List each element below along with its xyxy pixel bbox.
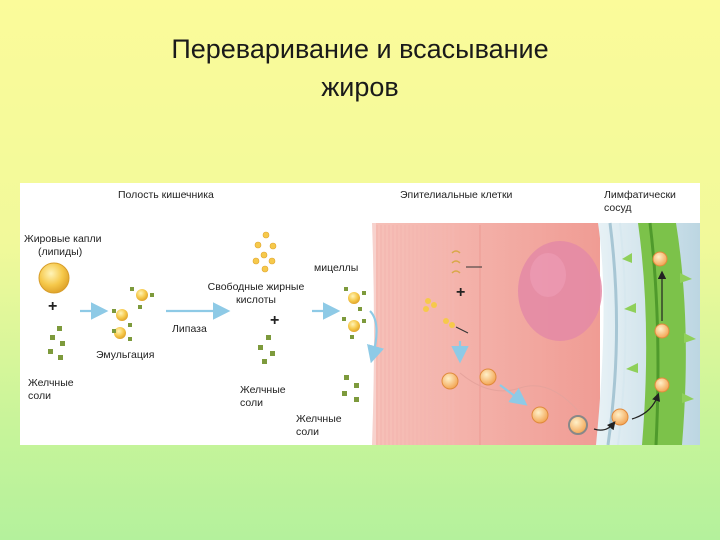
arrow-exocytosis [499,384,528,406]
label-fat-drops-2: (липиды) [38,246,83,258]
chylomicrons [441,251,670,435]
label-fat-drops-1: Жировые капли [24,233,102,245]
label-intestinal-cavity: Полость кишечника [118,189,214,201]
label-bile-salts-2-line1: Желчные [240,384,286,396]
label-bile-salts-2-line2: соли [240,397,263,409]
label-lymphatic-vessel-1: Лимфатически [604,189,676,201]
fat-drop [38,262,70,294]
diagram-canvas [38,222,700,445]
label-micelles: мицеллы [314,262,359,274]
label-free-fatty-acids-2: кислоты [236,294,276,306]
micelles-at-membrane [342,287,366,339]
label-free-fatty-acids-1: Свободные жирные [207,281,305,293]
plus-sign-3: + [456,284,466,301]
plus-sign-1: + [48,298,58,315]
transport-arrows [593,270,667,431]
arrow-bile-return [367,310,385,364]
label-bile-salts-1-line1: Желчные [28,377,74,389]
lymphatic-vessel [596,222,700,445]
bile-salts-middle [258,335,275,364]
title-line-2: жиров [321,72,399,102]
label-bile-salts-3-line2: соли [296,426,319,438]
label-lipase: Липаза [172,323,207,335]
label-bile-salts-3-line1: Желчные [296,413,342,425]
emulsified-droplets [112,287,154,341]
process-arrows [80,302,528,406]
fat-digestion-diagram: Полость кишечника Эпителиальные клетки Л… [20,183,700,445]
label-epithelial-cells: Эпителиальные клетки [400,189,513,201]
label-bile-salts-1-line2: соли [28,390,51,402]
bile-salts-left [48,326,65,360]
label-emulsification: Эмульгация [96,349,155,361]
microvilli [376,225,454,445]
label-lymphatic-vessel-2: сосуд [604,202,632,214]
title-line-1: Переваривание и всасывание [171,34,549,64]
epithelium [372,223,602,445]
slide-title: Переваривание и всасывание жиров [0,30,720,106]
micelle-dots [252,231,277,273]
bile-salts-bottom [342,375,359,402]
intracellular-fatty-acids [423,250,482,334]
plus-sign-2: + [270,312,280,329]
